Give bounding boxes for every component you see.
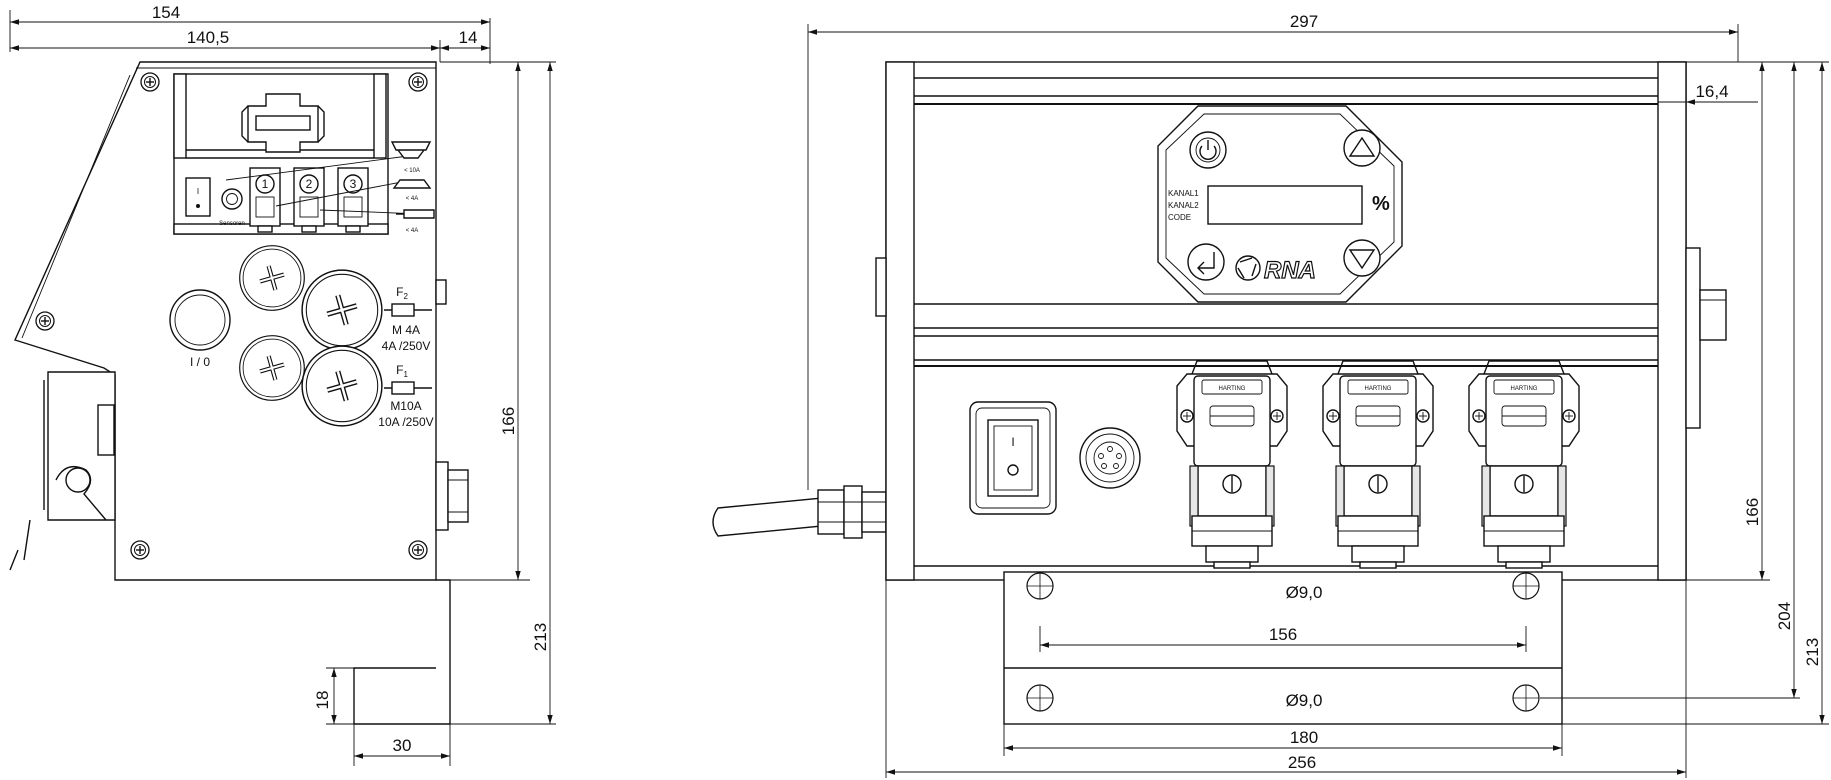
dim-side-body-height: 166 <box>499 407 518 435</box>
connector-3-brand: HARTING <box>1511 386 1538 392</box>
side-view: I Sensoren 1 2 3 <box>9 3 556 766</box>
terminal-2-label: 2 <box>306 177 313 191</box>
rna-logo: RNA <box>1235 255 1317 285</box>
fuse-f1-spec: 10A /250V <box>378 415 433 429</box>
dim-front-overall-width: 297 <box>1290 12 1318 31</box>
fuse-f2-spec: 4A /250V <box>382 339 431 353</box>
sensor-label: Sensoren <box>219 221 245 227</box>
dim-front-body-width: 256 <box>1288 753 1316 772</box>
harting-connector-1: HARTING <box>1176 360 1288 569</box>
harting-connector-3: HARTING <box>1468 360 1580 569</box>
dim-side-overall-width: 154 <box>152 3 180 22</box>
terminal-1-label: 1 <box>262 177 269 191</box>
terminal-3-label: 3 <box>350 177 357 191</box>
dim-front-bracket-width: 180 <box>1290 728 1318 747</box>
dim-front-hole-spacing: 156 <box>1269 625 1297 644</box>
display-unit: % <box>1372 193 1390 215</box>
display-label-3: CODE <box>1168 213 1191 222</box>
dim-front-side-offset: 16,4 <box>1695 82 1728 101</box>
connector-2-brand: HARTING <box>1365 386 1392 392</box>
connector-1-brand: HARTING <box>1219 386 1246 392</box>
fuse-f2: F2 M 4A 4A /250V <box>382 285 432 353</box>
terminal-2: 2 <box>293 167 325 233</box>
dim-front-height-to-hole: 204 <box>1775 602 1794 630</box>
dim-front-total-height: 213 <box>1803 638 1822 666</box>
dim-side-bracket-width: 30 <box>393 736 412 755</box>
display-label-1: KANAL1 <box>1168 189 1199 198</box>
terminal-1: 1 <box>249 167 281 233</box>
display-screen <box>1207 185 1363 225</box>
dim-side-body-width: 140,5 <box>187 28 230 47</box>
display-label-2: KANAL2 <box>1168 201 1199 210</box>
dim-side-bracket-height: 18 <box>313 691 332 710</box>
power-label-1: < 10A <box>404 168 420 174</box>
front-view: KANAL1 KANAL2 CODE % RNA I HARTING HARTI <box>712 12 1829 778</box>
fuse-f1-sub: 1 <box>403 370 408 379</box>
front-dimensions: Ø9,0 156 Ø9,0 180 256 297 16,4 <box>807 12 1829 778</box>
dim-side-connector-depth: 14 <box>459 28 478 47</box>
dim-front-body-height: 166 <box>1743 498 1762 526</box>
harting-connector-2: HARTING <box>1322 360 1434 569</box>
fuse-f1-name: F <box>396 363 403 377</box>
switch-mark: I <box>1011 435 1014 449</box>
svg-text:F2: F2 <box>396 285 408 301</box>
side-dimensions: 154 140,5 14 166 213 18 30 <box>9 3 556 766</box>
fuse-f1-rating: M10A <box>390 399 421 413</box>
fuse-f2-name: F <box>396 285 403 299</box>
power-label-2: < 4A <box>406 196 419 202</box>
terminal-3: 3 <box>337 167 369 233</box>
fuse-f1: F1 M10A 10A /250V <box>378 363 433 429</box>
power-label-3: < 4A <box>406 228 419 234</box>
dim-side-total-height: 213 <box>531 623 550 651</box>
svg-text:F1: F1 <box>396 363 408 379</box>
fuse-f2-sub: 2 <box>403 292 408 301</box>
dim-front-hole-bottom: Ø9,0 <box>1286 691 1323 710</box>
svg-text:I: I <box>197 187 199 196</box>
dim-front-hole-top: Ø9,0 <box>1286 583 1323 602</box>
fuse-f2-rating: M 4A <box>392 323 420 337</box>
switch-label: I / 0 <box>190 355 210 369</box>
logo-text: RNA <box>1264 257 1316 284</box>
